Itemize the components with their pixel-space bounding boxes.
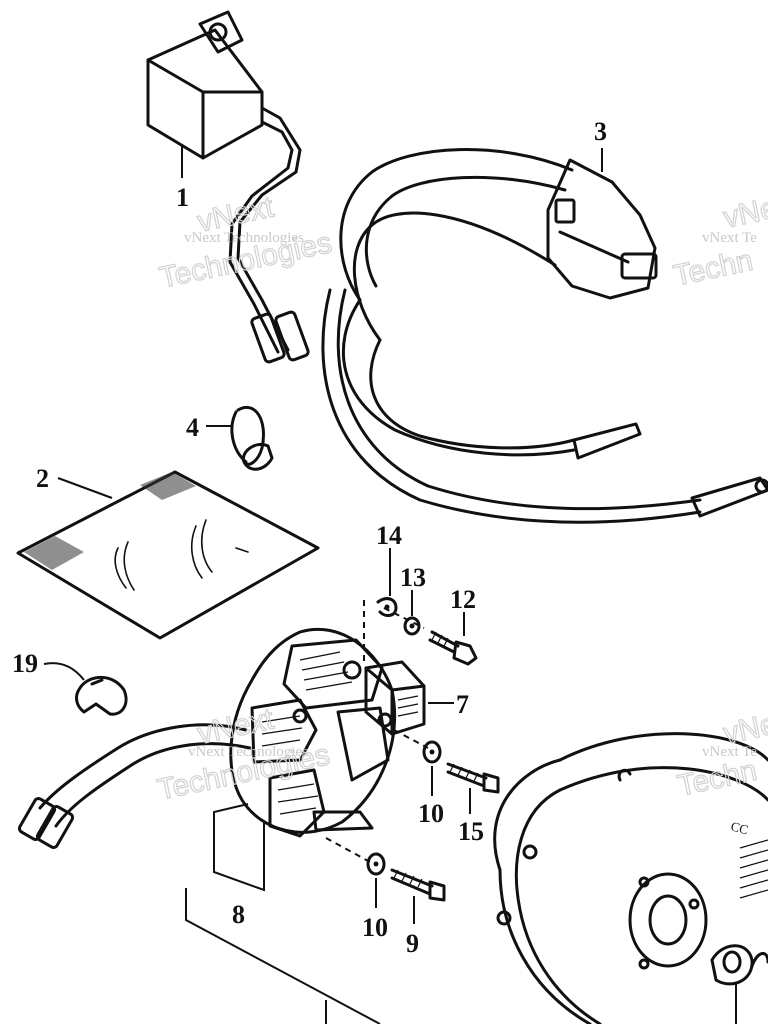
lock-washer	[376, 597, 398, 617]
washer-10-upper	[422, 740, 442, 764]
wire-clip	[230, 406, 274, 471]
fastener-axis-13	[383, 607, 425, 629]
washer-10-lower	[366, 852, 386, 876]
watermark-company-2: vNext Te	[702, 230, 757, 246]
callout-12: 12	[450, 585, 476, 614]
flywheel-mark: CC	[729, 818, 750, 837]
callout-15: 15	[458, 817, 484, 846]
watermark-company-3: vNext Technologies	[188, 744, 308, 760]
stator-assembly	[229, 627, 397, 838]
callout-2: 2	[36, 464, 49, 493]
callout-19: 19	[12, 649, 38, 678]
cap-screw-12	[428, 630, 478, 666]
callout-13: 13	[400, 563, 426, 592]
pulser-coil	[364, 660, 426, 736]
gasket-sheet	[16, 470, 320, 640]
callout-8-leader	[213, 803, 265, 892]
fastener-axis-10b	[325, 837, 371, 863]
callout-14: 14	[376, 521, 402, 550]
ignition-coil	[321, 148, 768, 524]
callout-1: 1	[176, 183, 189, 212]
callout-2-leader	[57, 477, 113, 499]
watermark-company-4: vNext Te	[702, 744, 757, 760]
assembly-bracket	[185, 888, 381, 1024]
stator-harness	[17, 723, 252, 849]
screw-9	[390, 868, 446, 902]
callout-8: 8	[232, 900, 245, 929]
callout-9: 9	[406, 929, 419, 958]
callout-19-leader	[43, 662, 85, 681]
flywheel-rotor: CC	[493, 732, 768, 1024]
watermark-top-right: vNext vNext Te Techn	[670, 186, 768, 294]
screw-15	[446, 762, 500, 794]
callout-7: 7	[456, 690, 469, 719]
watermark-word-2: Techn	[671, 244, 756, 293]
cdi-unit	[146, 10, 310, 364]
watermark-word-4: Techn	[675, 754, 760, 803]
washer-13	[403, 616, 421, 636]
callout-3: 3	[594, 117, 607, 146]
grommet	[75, 675, 128, 716]
watermark-company-1: vNext Technologies	[184, 230, 304, 246]
fastener-axis-10a	[393, 729, 429, 749]
callout-10-lower: 10	[362, 913, 388, 942]
callout-4: 4	[186, 413, 199, 442]
watermark-short-2: vNext	[721, 186, 768, 234]
callout-10-upper: 10	[418, 799, 444, 828]
